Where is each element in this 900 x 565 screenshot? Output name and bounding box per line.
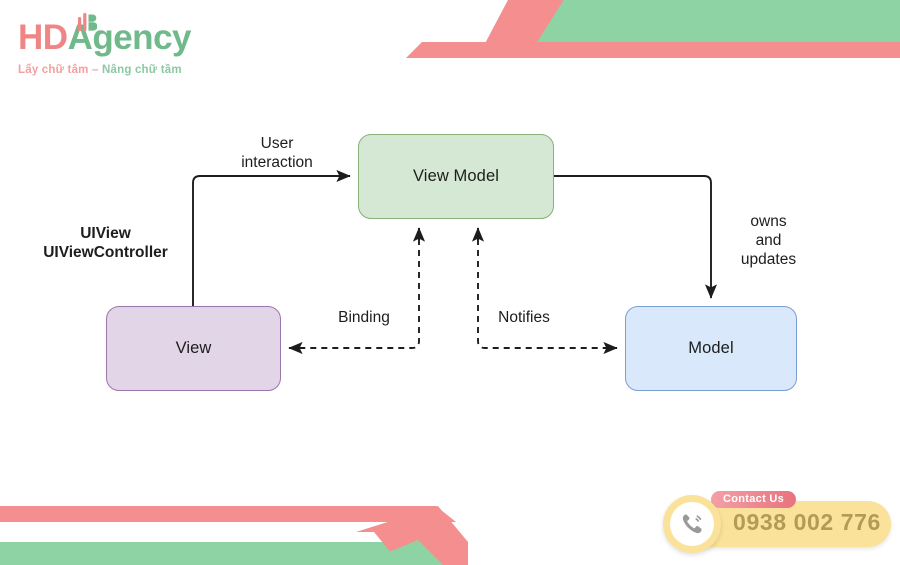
contact-phone-circle-inner <box>670 502 714 546</box>
phone-icon <box>682 514 702 534</box>
diagram-node-view[interactable]: View <box>106 306 281 391</box>
edge-label-user-interaction: User interaction <box>241 135 313 171</box>
edge-user-interaction <box>192 169 351 306</box>
diagram-node-model-label: Model <box>688 339 734 357</box>
logo-tagline-part1: Lấy chữ tâm <box>18 64 89 76</box>
logo-text-agency: Agency <box>67 18 192 57</box>
edge-binding <box>288 228 420 355</box>
logo-text-hd: HD <box>18 18 68 57</box>
logo-wordmark: HDAgency <box>18 18 203 58</box>
logo-tagline-part2: Nâng chữ tầm <box>102 64 182 76</box>
contact-us-label: Contact Us <box>711 491 797 508</box>
logo-tagline: Lấy chữ tâm – Nâng chữ tầm <box>18 64 203 76</box>
edge-label-owns-and-updates: owns and updates <box>740 213 797 268</box>
logo-mark-icon <box>78 13 97 31</box>
annotation-uiview-uiviewcontroller: UIView UIViewController <box>43 225 168 261</box>
diagram-node-view-model[interactable]: View Model <box>358 134 554 219</box>
diagram-node-model[interactable]: Model <box>625 306 797 391</box>
diagram-node-view-model-label: View Model <box>413 167 499 185</box>
contact-badge[interactable]: 0938 002 776 Contact Us <box>663 491 891 553</box>
contact-phone-circle <box>663 495 721 553</box>
logo-tagline-separator: – <box>88 64 102 76</box>
edge-notifies <box>477 228 618 355</box>
edge-label-binding: Binding <box>338 309 390 326</box>
diagram-node-view-label: View <box>175 339 212 357</box>
contact-phone-number[interactable]: 0938 002 776 <box>733 509 881 535</box>
edge-label-notifies: Notifies <box>498 309 550 326</box>
brand-logo: HDAgency Lấy chữ tâm – Nâng chữ tầm <box>18 13 203 88</box>
edge-owns-and-updates <box>554 175 718 299</box>
